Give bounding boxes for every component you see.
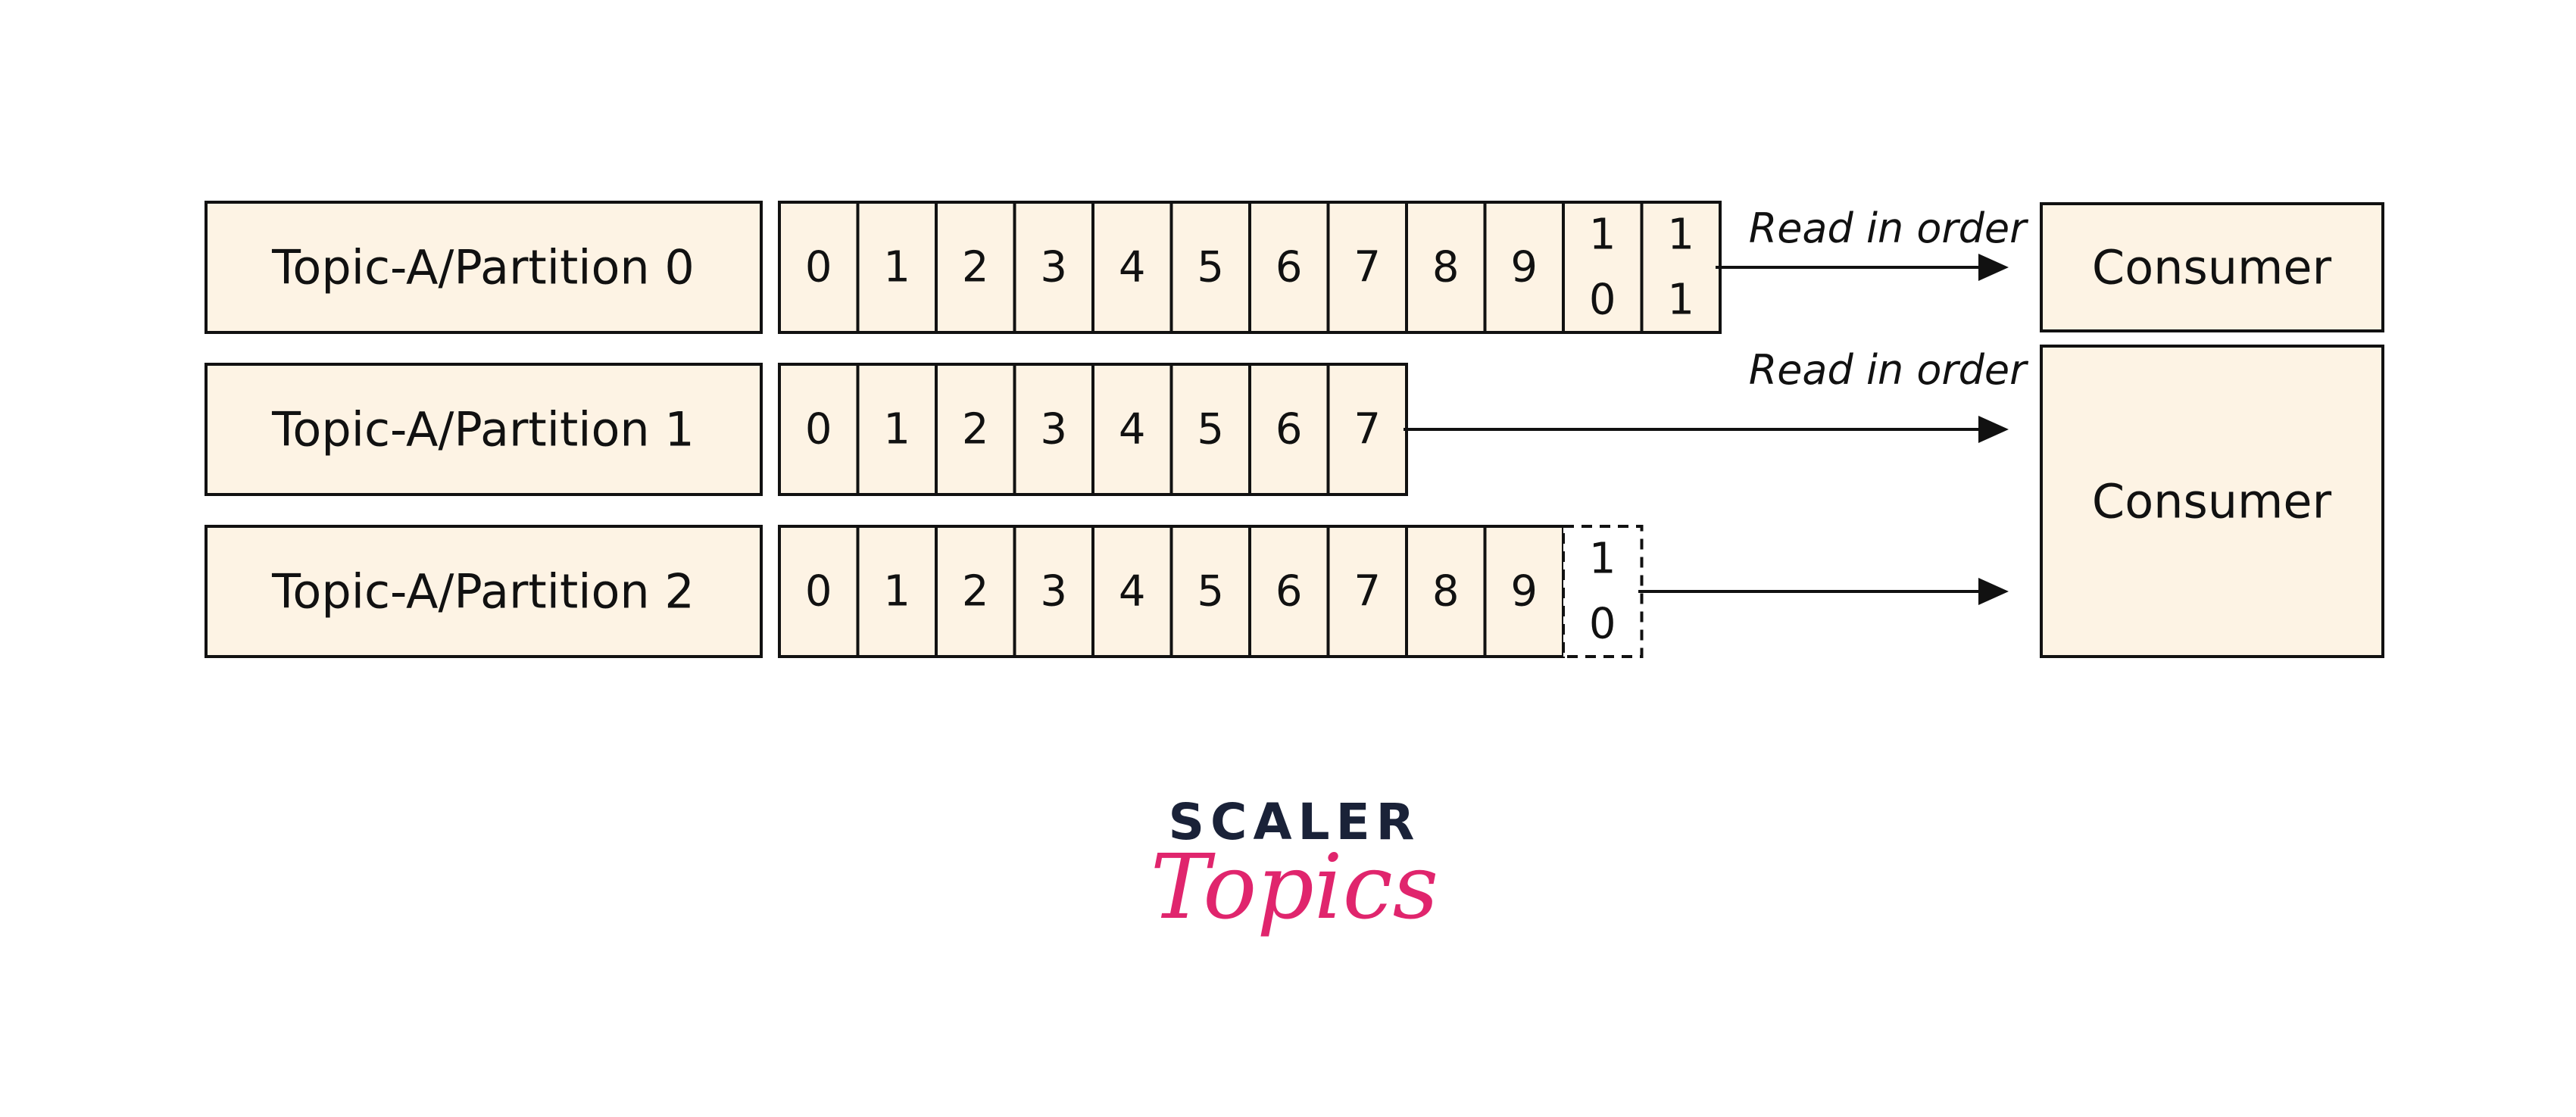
offset-text-2-9: 9 bbox=[1510, 567, 1538, 616]
offset-cell-0-2 bbox=[935, 201, 1016, 334]
offset-cell-0-9 bbox=[1483, 201, 1565, 334]
offset-text-2-3: 3 bbox=[1040, 567, 1067, 616]
read-in-order-label-1: Read in order bbox=[1749, 346, 2028, 394]
offset-text-1-6: 6 bbox=[1276, 405, 1303, 454]
offset-text-0-3: 3 bbox=[1040, 243, 1067, 292]
offset-text-0-6: 6 bbox=[1276, 243, 1303, 292]
offset-text-2-6: 6 bbox=[1276, 567, 1303, 616]
offset-cell-0-8 bbox=[1405, 201, 1487, 334]
offset-text-0-0: 0 bbox=[805, 243, 832, 292]
consumer-box-1: Consumer bbox=[2040, 345, 2384, 658]
offset-text-2-2: 2 bbox=[962, 567, 989, 616]
offset-cell-2-4 bbox=[1091, 525, 1173, 658]
offset-text-0-11-b: 1 bbox=[1667, 276, 1694, 325]
offset-text-2-5: 5 bbox=[1197, 567, 1224, 616]
consumer-label-1: Consumer bbox=[2092, 474, 2332, 529]
offset-text-1-7: 7 bbox=[1354, 405, 1381, 454]
offset-text-1-5: 5 bbox=[1197, 405, 1224, 454]
offset-text-2-4: 4 bbox=[1119, 567, 1146, 616]
partition-label-2: Topic-A/Partition 2 bbox=[205, 525, 763, 658]
offset-text-0-8: 8 bbox=[1432, 243, 1460, 292]
offset-cell-2-7 bbox=[1326, 525, 1408, 658]
offset-text-2-10-b: 0 bbox=[1589, 600, 1616, 649]
offset-cell-0-1 bbox=[856, 201, 938, 334]
offset-text-0-11-a: 1 bbox=[1667, 211, 1694, 260]
scaler-topics-logo: SCALER Topics bbox=[1151, 793, 1439, 939]
offset-cell-0-10 bbox=[1562, 201, 1644, 334]
offset-cell-1-0 bbox=[778, 363, 860, 496]
consumer-label-0: Consumer bbox=[2092, 240, 2332, 295]
partition-label-0-text: Topic-A/Partition 0 bbox=[271, 240, 695, 295]
offset-text-0-9: 9 bbox=[1510, 243, 1538, 292]
offset-text-0-5: 5 bbox=[1197, 243, 1224, 292]
offset-text-0-10-a: 1 bbox=[1589, 211, 1616, 260]
offset-text-0-10-b: 0 bbox=[1589, 276, 1616, 325]
offset-text-2-1: 1 bbox=[883, 567, 910, 616]
partition-label-1: Topic-A/Partition 1 bbox=[205, 363, 763, 496]
offset-cell-1-3 bbox=[1013, 363, 1094, 496]
arrow-partition-1 bbox=[1404, 416, 2009, 443]
offset-text-1-3: 3 bbox=[1040, 405, 1067, 454]
offset-text-0-2: 2 bbox=[962, 243, 989, 292]
partition-1-offsets: 0 1 2 3 4 5 6 7 bbox=[778, 363, 1408, 496]
logo-topics-text: Topics bbox=[1151, 835, 1439, 939]
offset-cell-1-5 bbox=[1169, 363, 1251, 496]
offset-text-1-2: 2 bbox=[962, 405, 989, 454]
offset-text-2-10-a: 1 bbox=[1589, 535, 1616, 584]
offset-cell-0-4 bbox=[1091, 201, 1173, 334]
offset-text-0-4: 4 bbox=[1119, 243, 1146, 292]
offset-cell-0-5 bbox=[1169, 201, 1251, 334]
partition-label-0: Topic-A/Partition 0 bbox=[205, 201, 763, 334]
offset-cell-2-1 bbox=[856, 525, 938, 658]
partition-label-2-text: Topic-A/Partition 2 bbox=[271, 564, 695, 619]
offset-cell-1-4 bbox=[1091, 363, 1173, 496]
offset-cell-1-1 bbox=[856, 363, 938, 496]
logo-scaler-text: SCALER bbox=[1168, 793, 1420, 851]
offset-text-2-0: 0 bbox=[805, 567, 832, 616]
offset-text-1-1: 1 bbox=[883, 405, 910, 454]
offset-cell-2-3 bbox=[1013, 525, 1094, 658]
offset-cell-1-6 bbox=[1248, 363, 1330, 496]
partition-label-1-text: Topic-A/Partition 1 bbox=[271, 402, 695, 457]
offset-cell-0-3 bbox=[1013, 201, 1094, 334]
pending-offset-cell-2-10 bbox=[1562, 525, 1644, 658]
offset-cell-1-7 bbox=[1326, 363, 1408, 496]
offset-text-2-7: 7 bbox=[1354, 567, 1381, 616]
arrow-partition-0 bbox=[1716, 254, 2009, 281]
offset-text-1-4: 4 bbox=[1119, 405, 1146, 454]
offset-text-0-1: 1 bbox=[883, 243, 910, 292]
offset-text-0-7: 7 bbox=[1354, 243, 1381, 292]
offset-text-1-0: 0 bbox=[805, 405, 832, 454]
offset-cell-0-6 bbox=[1248, 201, 1330, 334]
read-in-order-label-0: Read in order bbox=[1749, 204, 2028, 252]
arrow-partition-2 bbox=[1638, 578, 2009, 605]
offset-text-2-8: 8 bbox=[1432, 567, 1460, 616]
offset-cell-2-5 bbox=[1169, 525, 1251, 658]
consumer-box-0: Consumer bbox=[2040, 202, 2384, 332]
